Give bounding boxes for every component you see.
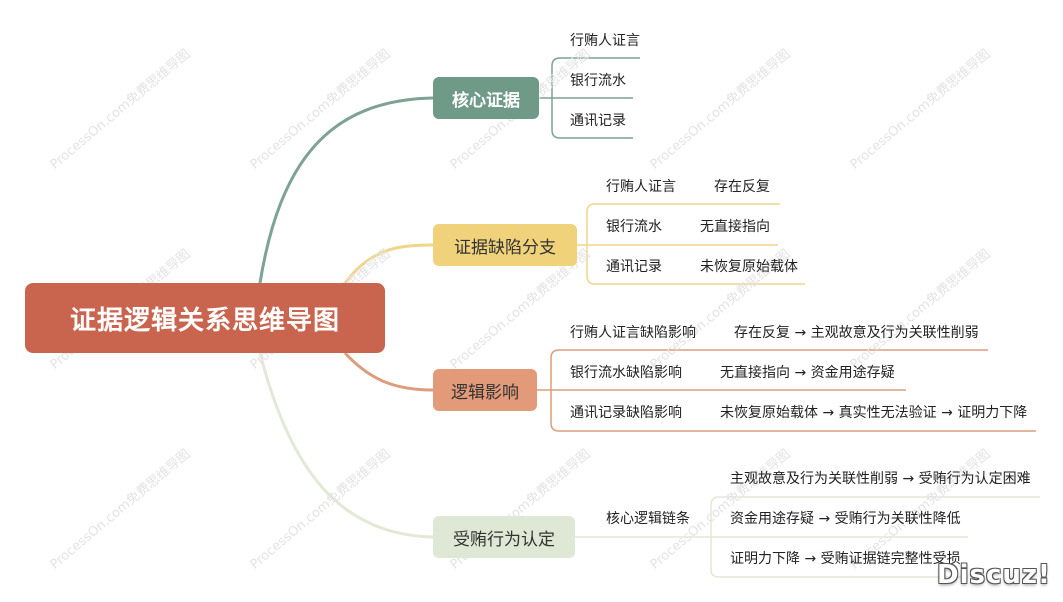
accept-item-intent[interactable]: 主观故意及行为关联性削弱 → 受贿行为认定困难 bbox=[730, 471, 1031, 487]
logic-item-bank-records[interactable]: 银行流水缺陷影响 bbox=[570, 365, 682, 381]
logic-detail-communication-records[interactable]: 未恢复原始载体 → 真实性无法验证 → 证明力下降 bbox=[720, 405, 1028, 421]
connector-accept bbox=[258, 352, 434, 539]
branch-core-evidence[interactable]: 核心证据 bbox=[433, 77, 539, 119]
defect-item-communication-records[interactable]: 通讯记录 bbox=[606, 259, 662, 275]
defect-detail-communication-records[interactable]: 未恢复原始载体 bbox=[700, 259, 798, 275]
logic-item-testimony[interactable]: 行贿人证言缺陷影响 bbox=[570, 325, 696, 341]
branch-core-label: 核心证据 bbox=[452, 90, 520, 111]
core-item-communication-records[interactable]: 通讯记录 bbox=[570, 113, 626, 129]
root-title: 证据逻辑关系思维导图 bbox=[69, 305, 340, 336]
accept-item-proof[interactable]: 证明力下降 → 受贿证据链完整性受损 bbox=[730, 551, 961, 567]
connector-core bbox=[258, 96, 434, 284]
logic-connectors bbox=[537, 349, 1036, 432]
discuz-logo: Discuz! bbox=[937, 560, 1051, 590]
connector-defect bbox=[343, 243, 434, 284]
logic-item-communication-records[interactable]: 通讯记录缺陷影响 bbox=[570, 405, 682, 421]
logic-detail-bank-records[interactable]: 无直接指向 → 资金用途存疑 bbox=[720, 365, 895, 381]
defect-item-bank-records[interactable]: 银行流水 bbox=[606, 219, 662, 235]
defect-connectors bbox=[577, 203, 805, 285]
branch-accept-label: 受贿行为认定 bbox=[453, 529, 555, 550]
accept-item-funds[interactable]: 资金用途存疑 → 受贿行为关联性降低 bbox=[730, 511, 961, 527]
defect-item-testimony[interactable]: 行贿人证言 bbox=[606, 179, 676, 195]
accept-core-chain[interactable]: 核心逻辑链条 bbox=[606, 511, 690, 527]
core-item-bank-records[interactable]: 银行流水 bbox=[570, 73, 626, 89]
core-item-testimony[interactable]: 行贿人证言 bbox=[570, 33, 640, 49]
accept-connectors bbox=[575, 496, 1040, 578]
branch-evidence-defects[interactable]: 证据缺陷分支 bbox=[433, 224, 577, 266]
logic-detail-testimony[interactable]: 存在反复 → 主观故意及行为关联性削弱 bbox=[734, 325, 979, 341]
branch-logic-impact[interactable]: 逻辑影响 bbox=[433, 369, 537, 411]
root-node[interactable]: 证据逻辑关系思维导图 bbox=[25, 283, 385, 353]
defect-detail-testimony[interactable]: 存在反复 bbox=[714, 179, 770, 195]
connector-logic bbox=[343, 351, 434, 392]
defect-detail-bank-records[interactable]: 无直接指向 bbox=[700, 219, 770, 235]
core-connectors bbox=[539, 57, 640, 139]
branch-bribery-determination[interactable]: 受贿行为认定 bbox=[433, 516, 575, 558]
branch-logic-label: 逻辑影响 bbox=[451, 382, 519, 403]
branch-defect-label: 证据缺陷分支 bbox=[454, 237, 556, 258]
